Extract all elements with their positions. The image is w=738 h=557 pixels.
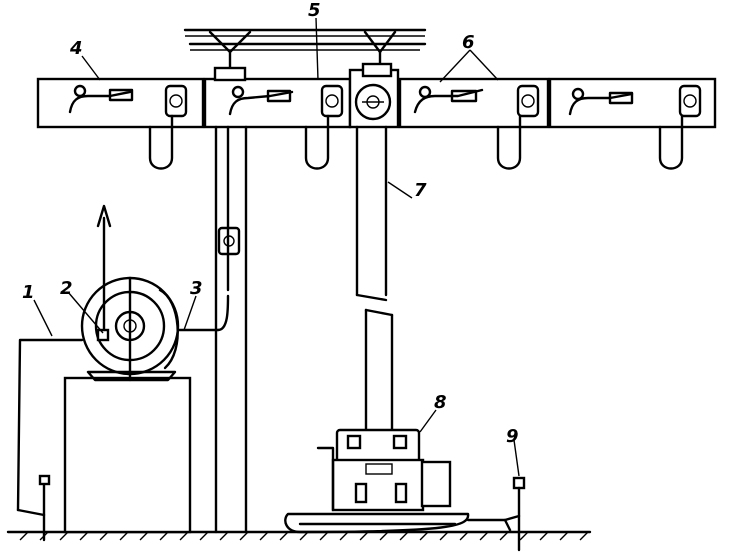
- worker-figures: [68, 84, 634, 116]
- overhead-rails: [183, 28, 427, 72]
- label-1: 1: [22, 282, 35, 303]
- ground: [6, 530, 592, 541]
- label-8: 8: [434, 392, 447, 413]
- label-6: 6: [462, 32, 475, 53]
- cable-reel: [354, 83, 392, 121]
- switch-boxes: [164, 84, 702, 118]
- label-4: 4: [69, 38, 83, 59]
- label-3: 3: [190, 278, 203, 299]
- welding-generator: [63, 204, 192, 534]
- transformer-cart: [284, 428, 470, 534]
- label-7: 7: [414, 180, 427, 201]
- part-labels: 1 2 3 4 5 6 7 8 9: [22, 0, 519, 447]
- label-2: 2: [60, 278, 73, 299]
- cable-duct: [355, 125, 394, 462]
- leader-lines: [33, 17, 520, 477]
- label-5: 5: [308, 0, 321, 21]
- cable-loops: [148, 114, 684, 170]
- label-9: 9: [506, 426, 519, 447]
- ground-electrode: [466, 476, 526, 552]
